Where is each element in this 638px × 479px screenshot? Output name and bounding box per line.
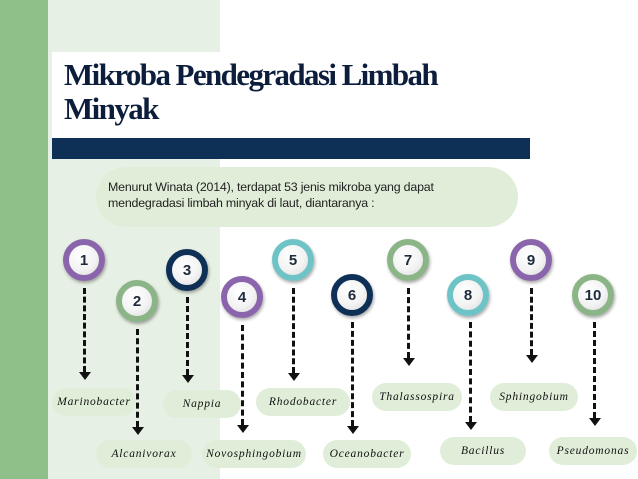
intro-text-line-2: mendegradasi limbah minyak di laut, dian… — [108, 196, 375, 210]
step-circle-3: 3 — [166, 249, 208, 291]
step-number-3: 3 — [182, 261, 192, 279]
microbe-label-5: Rhodobacter — [256, 388, 350, 416]
microbe-label-1: Marinobacter — [52, 388, 136, 416]
step-number-6: 6 — [347, 286, 357, 304]
step-circle-10: 10 — [572, 274, 614, 316]
step-number-5: 5 — [288, 251, 298, 269]
microbe-label-2: Alcanivorax — [96, 440, 192, 468]
arrow-head-6 — [347, 426, 359, 434]
arrow-head-2 — [132, 427, 144, 435]
microbe-label-8: Bacillus — [440, 437, 526, 465]
microbe-label-4: Novosphingobium — [202, 440, 306, 468]
step-number-4: 4 — [237, 288, 247, 306]
step-circle-7: 7 — [387, 239, 429, 281]
microbe-label-7: Thalassospira — [372, 383, 462, 411]
arrow-head-1 — [79, 372, 91, 380]
microbe-label-9: Sphingobium — [490, 383, 578, 411]
intro-callout — [96, 167, 518, 227]
connector-line-1 — [83, 288, 86, 372]
step-circle-9: 9 — [510, 239, 552, 281]
arrow-head-4 — [237, 425, 249, 433]
intro-text-line-1: Menurut Winata (2014), terdapat 53 jenis… — [108, 180, 434, 194]
connector-line-9 — [530, 288, 533, 355]
background-stripe-dark — [0, 0, 48, 479]
arrow-head-5 — [288, 373, 300, 381]
microbe-label-10: Pseudomonas — [549, 437, 637, 465]
connector-line-5 — [292, 288, 295, 373]
slide-title-line-1: Mikroba Pendegradasi Limbah — [64, 57, 439, 92]
microbe-label-3: Nappia — [163, 390, 241, 418]
connector-line-3 — [186, 297, 189, 375]
connector-line-7 — [407, 288, 410, 358]
arrow-head-10 — [589, 418, 601, 426]
arrow-head-3 — [182, 375, 194, 383]
connector-line-6 — [351, 322, 354, 426]
step-number-9: 9 — [526, 251, 536, 269]
step-circle-8: 8 — [447, 274, 489, 316]
arrow-head-7 — [403, 358, 415, 366]
intro-text: Menurut Winata (2014), terdapat 53 jenis… — [108, 179, 508, 211]
connector-line-8 — [469, 322, 472, 422]
step-circle-2: 2 — [116, 280, 158, 322]
step-number-2: 2 — [132, 292, 142, 310]
step-number-10: 10 — [584, 286, 602, 304]
arrow-head-8 — [465, 422, 477, 430]
step-circle-5: 5 — [272, 239, 314, 281]
slide-title: Mikroba Pendegradasi Limbah Minyak — [64, 58, 544, 126]
step-circle-1: 1 — [63, 239, 105, 281]
title-panel — [52, 52, 638, 138]
arrow-head-9 — [526, 355, 538, 363]
connector-line-4 — [241, 325, 244, 425]
connector-line-10 — [593, 322, 596, 418]
title-underline-bar — [52, 138, 530, 159]
step-circle-6: 6 — [331, 274, 373, 316]
slide-title-line-2: Minyak — [64, 91, 159, 126]
step-number-7: 7 — [403, 251, 413, 269]
microbe-label-6: Oceanobacter — [323, 440, 411, 468]
step-circle-4: 4 — [221, 276, 263, 318]
connector-line-2 — [136, 329, 139, 427]
step-number-8: 8 — [463, 286, 473, 304]
step-number-1: 1 — [79, 251, 89, 269]
